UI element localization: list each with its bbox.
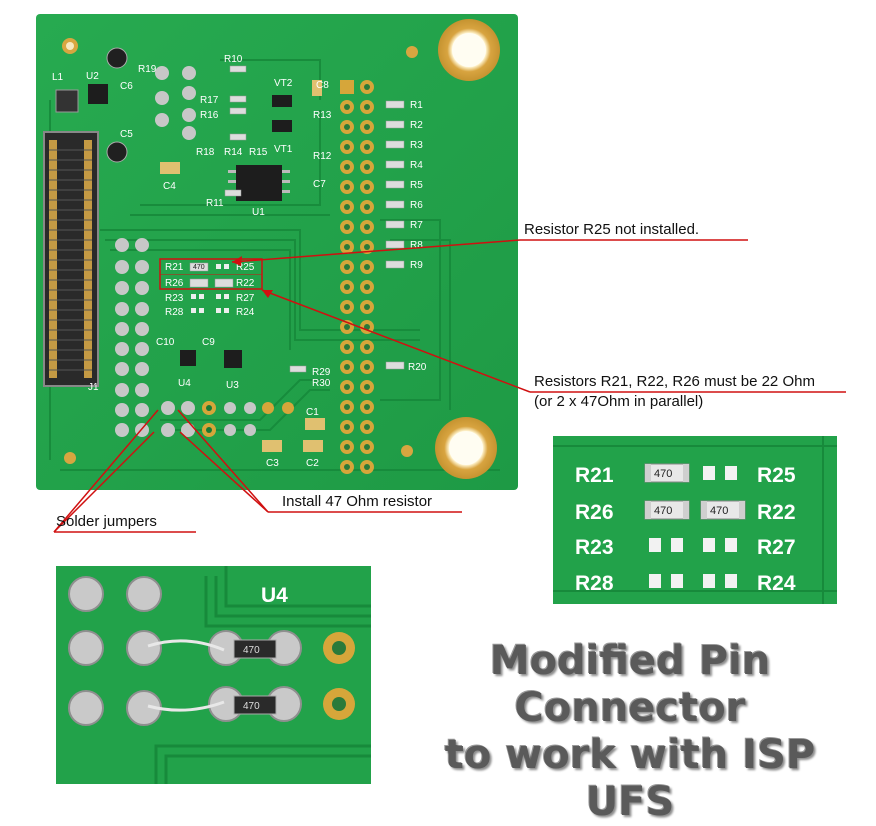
title-line-2: to work with ISP UFS (444, 732, 816, 825)
label-u2: U2 (86, 71, 99, 82)
zoom-res-marking-r26: 470 (654, 505, 672, 517)
label-l1: L1 (52, 72, 64, 83)
annotation-resistors-parallel: (or 2 x 47Ohm in parallel) (534, 393, 704, 410)
label-r13: R13 (313, 110, 332, 121)
label-vt2: VT2 (274, 78, 293, 89)
zoom-label-r23: R23 (575, 536, 614, 559)
main-pcb-photo: L1 U2 R19 C6 R10 C5 R17 R16 VT2 C8 R13 V… (36, 14, 518, 490)
label-r22: R22 (236, 278, 255, 289)
label-c7: C7 (313, 179, 326, 190)
zoom-label-r25: R25 (757, 464, 796, 487)
label-r20: R20 (408, 362, 427, 373)
zoom-bottom-res-marking-2: 470 (243, 701, 260, 712)
label-r5: R5 (410, 180, 423, 191)
label-r15: R15 (249, 147, 268, 158)
label-c6: C6 (120, 81, 133, 92)
label-r9: R9 (410, 260, 423, 271)
annotation-r25: Resistor R25 not installed. (524, 221, 700, 238)
pcb-board (36, 14, 518, 490)
label-r1: R1 (410, 100, 423, 111)
label-r14: R14 (224, 147, 243, 158)
label-r29: R29 (312, 367, 331, 378)
label-r26: R26 (165, 278, 184, 289)
label-r19: R19 (138, 64, 157, 75)
label-r16: R16 (200, 110, 219, 121)
title: Modified Pin Connector to work with ISP … (395, 638, 865, 826)
zoom-label-r22: R22 (757, 501, 796, 524)
label-u3: U3 (226, 380, 239, 391)
label-c5: C5 (120, 129, 133, 140)
label-c2: C2 (306, 458, 319, 469)
label-r24: R24 (236, 307, 255, 318)
label-r27: R27 (236, 293, 255, 304)
zoom-label-u4: U4 (261, 584, 288, 607)
annotation-lines (53, 239, 846, 533)
zoom-bottom-res-marking-1: 470 (243, 645, 260, 656)
annotation-resistors-22ohm: Resistors R21, R22, R26 must be 22 Ohm (534, 373, 815, 390)
label-r28: R28 (165, 307, 184, 318)
label-r18: R18 (196, 147, 215, 158)
res-marking-r21: 470 (193, 264, 205, 271)
label-r10: R10 (224, 54, 243, 65)
label-r23: R23 (165, 293, 184, 304)
label-c3: C3 (266, 458, 279, 469)
label-j1: J1 (88, 382, 99, 393)
label-vt1: VT1 (274, 144, 293, 155)
label-r8: R8 (410, 240, 423, 251)
label-r12: R12 (313, 151, 332, 162)
label-r7: R7 (410, 220, 423, 231)
label-c9: C9 (202, 337, 215, 348)
label-c8: C8 (316, 80, 329, 91)
zoom-resistor-array-photo: R21 R25 R26 R22 R23 R27 R28 R24 470 470 … (553, 436, 837, 604)
label-r25: R25 (236, 262, 255, 273)
annotation-install-47ohm: Install 47 Ohm resistor (282, 493, 433, 510)
title-line-1: Modified Pin Connector (489, 638, 771, 731)
zoom-res-marking-r22: 470 (710, 505, 728, 517)
u1-chip (236, 165, 282, 201)
zoom-res-marking-r21: 470 (654, 468, 672, 480)
label-r21: R21 (165, 262, 184, 273)
label-c4: C4 (163, 181, 176, 192)
label-r11: R11 (206, 198, 224, 209)
label-r6: R6 (410, 200, 423, 211)
label-u1: U1 (252, 207, 265, 218)
label-r3: R3 (410, 140, 423, 151)
label-r17: R17 (200, 95, 219, 106)
zoom-label-r27: R27 (757, 536, 796, 559)
label-r4: R4 (410, 160, 423, 171)
zoom-label-r21: R21 (575, 464, 614, 487)
zoom-label-r26: R26 (575, 501, 614, 524)
label-c10: C10 (156, 337, 175, 348)
label-r30: R30 (312, 378, 331, 389)
annotation-solder-jumpers: Solder jumpers (56, 513, 157, 530)
label-c1: C1 (306, 407, 319, 418)
zoom-u4-photo: U4 470 470 (56, 566, 371, 784)
zoom-label-r28: R28 (575, 572, 614, 595)
label-u4: U4 (178, 378, 191, 389)
label-r2: R2 (410, 120, 423, 131)
zoom-label-r24: R24 (757, 572, 796, 595)
